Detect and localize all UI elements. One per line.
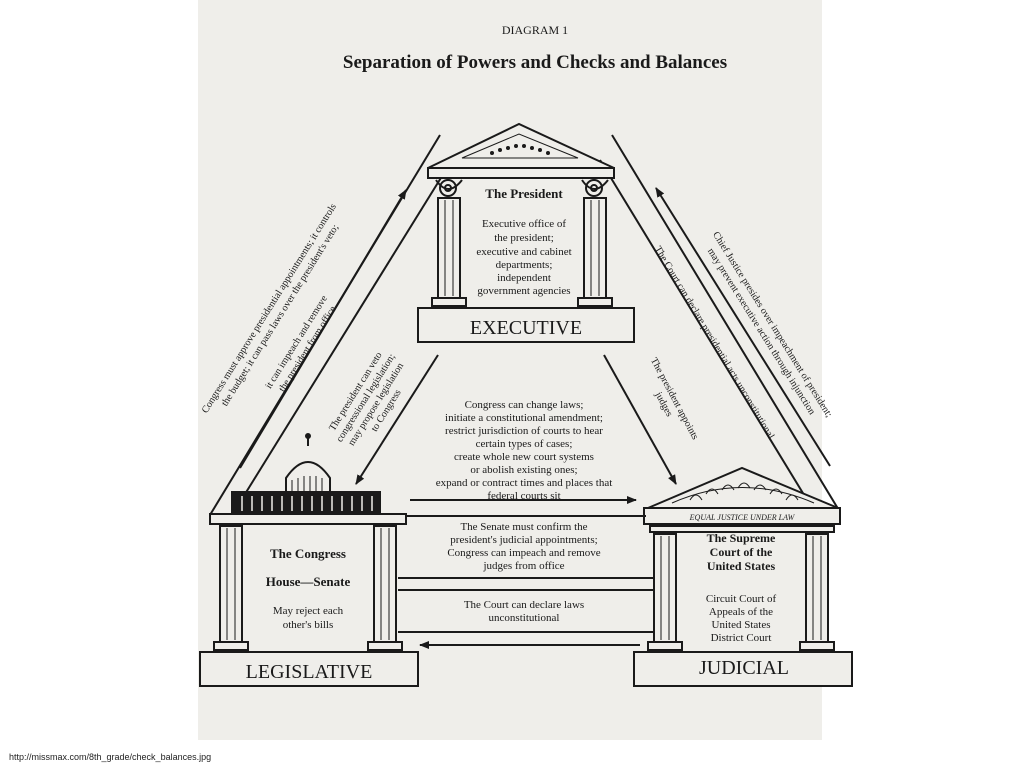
diagram-title: Separation of Powers and Checks and Bala… <box>343 52 727 73</box>
judicial-heading-line: United States <box>707 559 776 573</box>
legislative-subheading: House—Senate <box>266 574 351 589</box>
source-url-caption: http://missmax.com/8th_grade/check_balan… <box>9 752 212 762</box>
executive-desc-line: government agencies <box>477 285 570 297</box>
judicial-heading-line: Court of the <box>710 545 773 559</box>
legislative-desc-line: May reject each <box>273 605 344 617</box>
arrow-court-checks-president <box>655 187 831 467</box>
checks-senate-line: Congress can impeach and remove <box>447 547 600 559</box>
capitol-dome <box>285 461 331 493</box>
judicial-desc-line: District Court <box>711 632 772 644</box>
judicial-desc-line: Circuit Court of <box>706 593 777 605</box>
legislative-desc-line: other's bills <box>283 619 334 631</box>
legislative-base <box>199 651 419 687</box>
checks-court-laws-line: unconstitutional <box>489 612 560 624</box>
check-jud-to-exec-outer: Chief Justice presides over impeachment … <box>710 230 834 420</box>
checks-center-line: expand or contract times and places that <box>436 477 613 489</box>
check-jud-to-exec-outer: may prevent executive action through inj… <box>705 246 817 416</box>
executive-desc-line: the president; <box>494 232 554 244</box>
checks-center-line: federal courts sit <box>487 490 560 502</box>
checks-senate-line: president's judicial appointments; <box>450 534 597 546</box>
executive-base <box>417 307 635 343</box>
executive-label: EXECUTIVE <box>470 317 582 339</box>
executive-desc-line: Executive office of <box>482 218 566 230</box>
arrow-president-appoints-judges <box>603 354 677 485</box>
judicial-building <box>633 466 853 687</box>
executive-building <box>417 122 635 343</box>
executive-pediment <box>427 122 615 169</box>
legislative-label: LEGISLATIVE <box>246 661 373 683</box>
diagram-label: DIAGRAM 1 <box>502 23 568 37</box>
checks-center-line: certain types of cases; <box>476 438 573 450</box>
executive-desc-line: executive and cabinet <box>476 246 571 258</box>
judicial-label: JUDICIAL <box>699 657 789 679</box>
executive-desc-line: departments; <box>496 259 553 271</box>
scanned-page <box>198 0 822 740</box>
arrow-congress-checks-president <box>239 189 407 469</box>
judicial-desc-line: Appeals of the <box>709 606 773 618</box>
judicial-heading-line: The Supreme <box>707 531 776 545</box>
checks-center-line: initiate a constitutional amendment; <box>445 412 603 424</box>
judicial-desc-line: United States <box>712 619 771 631</box>
judicial-frieze-inscription: EQUAL JUSTICE UNDER LAW <box>689 513 796 522</box>
executive-heading: The President <box>485 186 563 201</box>
legislative-building <box>199 433 419 687</box>
checks-center-line: restrict jurisdiction of courts to hear <box>445 425 603 437</box>
legislative-heading: The Congress <box>270 546 346 561</box>
checks-center-line: create whole new court systems <box>454 451 594 463</box>
checks-center-line: Congress can change laws; <box>465 399 584 411</box>
judicial-base <box>633 651 853 687</box>
executive-desc-line: independent <box>497 272 551 284</box>
checks-senate-line: judges from office <box>482 560 564 572</box>
checks-senate-line: The Senate must confirm the <box>460 521 587 533</box>
arrow-president-checks-congress <box>355 354 439 485</box>
checks-court-laws-line: The Court can declare laws <box>464 599 584 611</box>
checks-center-line: or abolish existing ones; <box>470 464 577 476</box>
